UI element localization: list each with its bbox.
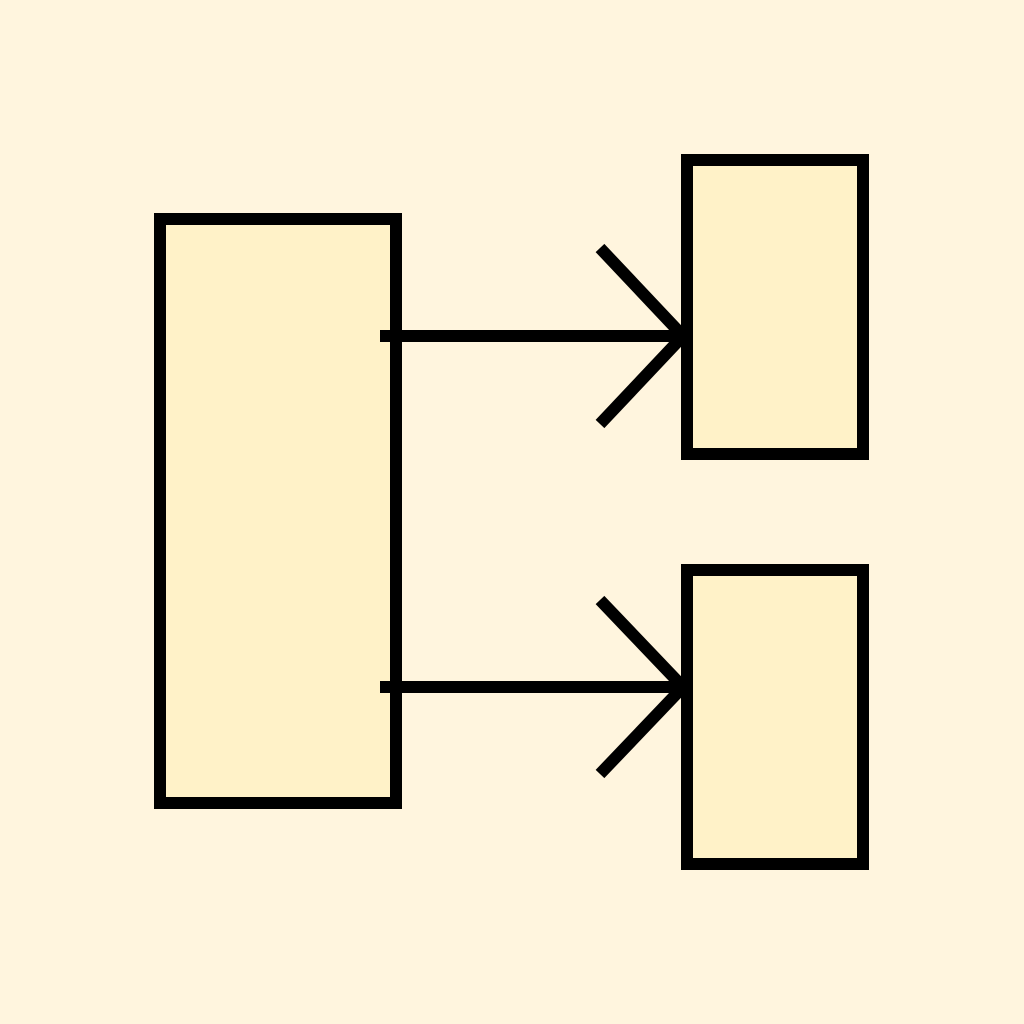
target-box-bottom	[681, 564, 869, 870]
arrow-top	[380, 243, 692, 429]
arrow-top-head	[595, 243, 692, 429]
arrow-bottom	[380, 595, 692, 779]
arrow-bottom-head	[595, 595, 692, 779]
target-box-top	[681, 154, 869, 460]
source-box	[154, 213, 402, 809]
